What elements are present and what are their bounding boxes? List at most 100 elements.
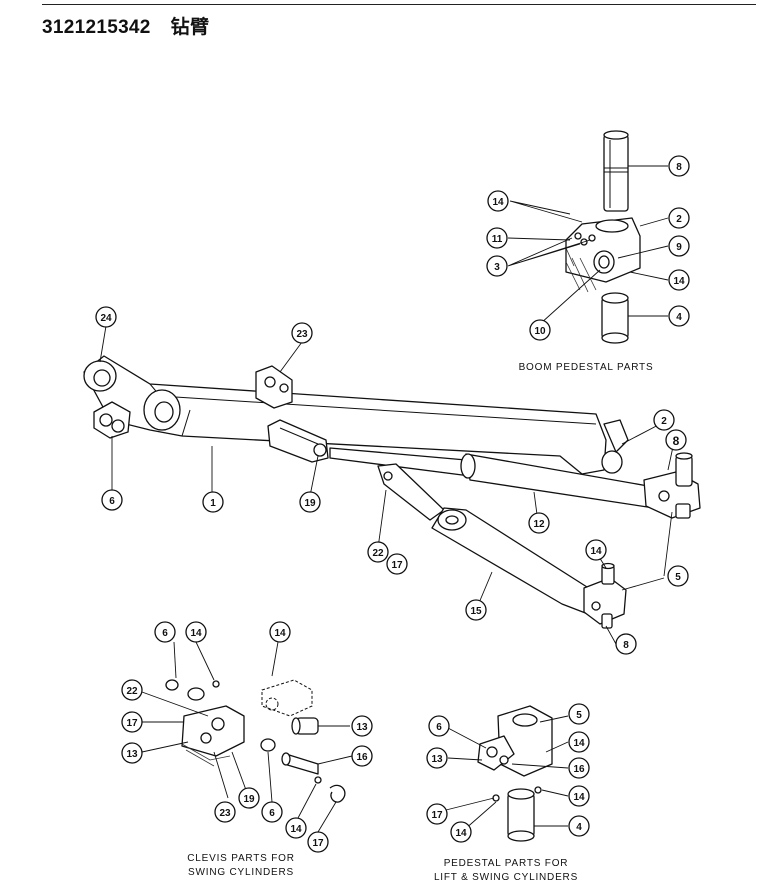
callout-c-14b: 14 (269, 621, 291, 643)
svg-text:16: 16 (356, 752, 368, 763)
callout-p-16: 16 (568, 757, 590, 779)
callout-p-14c: 14 (450, 821, 472, 843)
svg-text:6: 6 (436, 722, 442, 733)
svg-text:10: 10 (534, 326, 546, 337)
svg-text:22: 22 (126, 686, 138, 697)
svg-text:15: 15 (470, 606, 482, 617)
svg-text:4: 4 (576, 822, 582, 833)
svg-text:14: 14 (274, 628, 286, 639)
main-boom-assembly (83, 325, 701, 645)
svg-text:6: 6 (109, 496, 115, 507)
svg-text:8: 8 (623, 640, 629, 651)
callout-p-17: 17 (426, 803, 448, 825)
svg-text:14: 14 (673, 276, 685, 287)
clevis-parts-assembly (141, 641, 353, 833)
svg-text:12: 12 (533, 519, 545, 530)
drawing-title: 钻臂 (170, 17, 210, 38)
callout-c-22: 22 (121, 679, 143, 701)
svg-text:17: 17 (431, 810, 443, 821)
svg-text:14: 14 (455, 828, 467, 839)
callout-bp-10: 10 (529, 319, 551, 341)
callout-c-17a: 17 (121, 711, 143, 733)
header-rule (42, 4, 756, 5)
pedestal-bushing (601, 292, 629, 344)
boom-pedestal-assembly (507, 130, 669, 344)
callout-p-4: 4 (568, 815, 590, 837)
svg-text:19: 19 (243, 794, 255, 805)
callout-c-14c: 14 (285, 817, 307, 839)
callout-m-23: 23 (291, 322, 313, 344)
svg-text:1: 1 (210, 498, 216, 509)
svg-text:8: 8 (676, 162, 682, 173)
svg-text:14: 14 (573, 792, 585, 803)
swing-cylinder (377, 463, 599, 615)
svg-text:17: 17 (391, 560, 403, 571)
callout-c-13b: 13 (121, 742, 143, 764)
svg-text:19: 19 (304, 498, 316, 509)
svg-text:14: 14 (573, 738, 585, 749)
callout-c-14a: 14 (185, 621, 207, 643)
svg-text:6: 6 (162, 628, 168, 639)
svg-text:13: 13 (431, 754, 443, 765)
svg-text:17: 17 (312, 838, 324, 849)
callout-m-22: 22 (367, 541, 389, 563)
callout-bp-3: 3 (486, 255, 508, 277)
svg-text:16: 16 (573, 764, 585, 775)
callout-p-6: 6 (428, 715, 450, 737)
callout-c-17b: 17 (307, 831, 329, 853)
callout-m-14: 14 (585, 539, 607, 561)
caption-boom-pedestal: BOOM PEDESTAL PARTS (519, 362, 654, 373)
callout-m-5: 5 (667, 565, 689, 587)
callout-m-1: 1 (202, 491, 224, 513)
callout-m-6: 6 (101, 489, 123, 511)
callout-p-5: 5 (568, 703, 590, 725)
svg-text:13: 13 (126, 749, 138, 760)
svg-text:14: 14 (492, 197, 504, 208)
callout-m-17: 17 (386, 553, 408, 575)
callout-m-8a: 8 (665, 429, 687, 451)
callout-bp-4: 4 (668, 305, 690, 327)
callout-c-16: 16 (351, 745, 373, 767)
lift-cylinder (329, 447, 655, 509)
swing-pedestal (583, 562, 627, 629)
part-number: 3121215342 (42, 17, 151, 38)
svg-text:23: 23 (296, 329, 308, 340)
callout-m-2: 2 (653, 409, 675, 431)
svg-text:2: 2 (676, 214, 682, 225)
svg-text:23: 23 (219, 808, 231, 819)
svg-text:11: 11 (492, 234, 503, 245)
svg-text:2: 2 (661, 416, 667, 427)
callout-m-24: 24 (95, 306, 117, 328)
callout-bp-2: 2 (668, 207, 690, 229)
callout-bp-14a: 14 (487, 190, 509, 212)
callout-c-13a: 13 (351, 715, 373, 737)
caption-pedestal-line1: PEDESTAL PARTS FOR (444, 858, 569, 869)
svg-text:14: 14 (290, 824, 302, 835)
callout-p-14a: 14 (568, 731, 590, 753)
callouts: 8 14 2 11 9 3 14 10 4 24 23 6 1 19 2 8 1… (95, 155, 690, 853)
svg-text:22: 22 (372, 548, 384, 559)
caption-pedestal-line2: LIFT & SWING CYLINDERS (434, 872, 578, 883)
callout-c-23: 23 (214, 801, 236, 823)
svg-text:14: 14 (590, 546, 602, 557)
svg-text:5: 5 (576, 710, 582, 721)
callout-p-13: 13 (426, 747, 448, 769)
svg-text:3: 3 (494, 262, 500, 273)
svg-text:4: 4 (676, 312, 682, 323)
callout-m-19: 19 (299, 491, 321, 513)
callout-m-15: 15 (465, 599, 487, 621)
callout-bp-8: 8 (668, 155, 690, 177)
boom-cylinder-clevis (267, 419, 329, 463)
svg-text:13: 13 (356, 722, 368, 733)
callout-c-6b: 6 (261, 801, 283, 823)
svg-text:17: 17 (126, 718, 138, 729)
svg-text:14: 14 (190, 628, 202, 639)
callout-m-12: 12 (528, 512, 550, 534)
pedestal-parts-assembly (445, 705, 569, 842)
svg-text:9: 9 (676, 242, 682, 253)
svg-text:24: 24 (100, 313, 112, 324)
callout-bp-11: 11 (486, 227, 508, 249)
callout-m-8b: 8 (615, 633, 637, 655)
callout-c-6: 6 (154, 621, 176, 643)
